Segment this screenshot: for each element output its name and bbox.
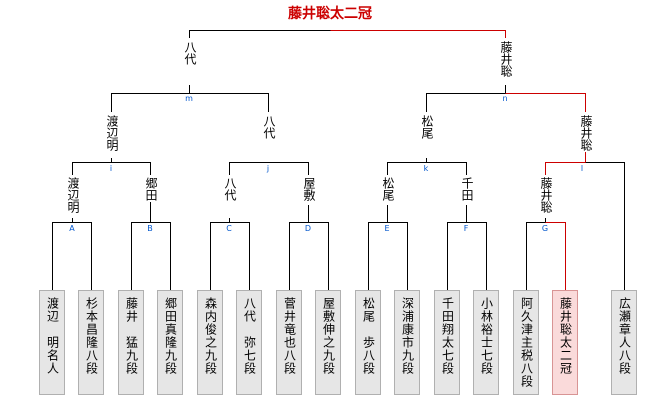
- match-label-a: A: [69, 224, 75, 233]
- player-box: 広瀬章人八段: [611, 290, 637, 395]
- match-f-path: [447, 205, 487, 290]
- bracket-paths: [52, 30, 625, 290]
- player-name: 阿久津主税八段: [519, 297, 534, 388]
- player-box: 千田翔太七段: [434, 290, 460, 395]
- winner-c: 八代: [223, 176, 237, 202]
- winner-l: 藤井聡: [579, 114, 593, 152]
- player-box: 深浦康市九段: [394, 290, 420, 395]
- winner-b: 郷田: [144, 176, 158, 202]
- winner-m: 八代: [183, 40, 197, 66]
- player-name: 郷田真隆九段: [163, 297, 178, 375]
- player-box: 杉本昌隆八段: [78, 290, 104, 395]
- winner-e: 松尾: [381, 176, 395, 202]
- match-g-path: [526, 218, 546, 290]
- player-box: 渡辺 明名人: [39, 290, 65, 395]
- winner-j: 八代: [262, 114, 276, 140]
- match-label-b: B: [147, 224, 153, 233]
- player-name: 千田翔太七段: [440, 297, 455, 375]
- player-name: 深浦康市九段: [400, 297, 415, 375]
- player-box: 森内俊之九段: [197, 290, 223, 395]
- match-label-k: k: [423, 164, 429, 173]
- final-path: [189, 30, 331, 38]
- winner-i: 渡辺明: [105, 114, 119, 152]
- player-name: 藤井聡太二冠: [558, 297, 573, 375]
- match-j-path: [229, 162, 309, 175]
- match-label-m: m: [185, 94, 193, 103]
- champion-path: [330, 30, 586, 290]
- player-name: 渡辺 明名人: [45, 297, 60, 375]
- player-name: 屋敷伸之九段: [321, 297, 336, 375]
- match-label-f: F: [463, 224, 469, 233]
- player-box: 阿久津主税八段: [513, 290, 539, 395]
- player-name: 菅井竜也八段: [282, 297, 297, 375]
- match-d-path: [289, 205, 329, 290]
- player-name: 小林裕士七段: [479, 297, 494, 375]
- player-name: 杉本昌隆八段: [84, 297, 99, 375]
- winner-d: 屋敷: [302, 176, 316, 202]
- player-box: 屋敷伸之九段: [315, 290, 341, 395]
- player-name: 森内俊之九段: [203, 297, 218, 375]
- champion-label: 藤井聡太二冠: [288, 6, 372, 22]
- match-n-path: [426, 93, 506, 112]
- winner-a: 渡辺明: [66, 176, 80, 214]
- player-name: 八代 弥七段: [242, 297, 257, 375]
- player-box: 小林裕士七段: [473, 290, 499, 395]
- player-box: 松尾 歩八段: [355, 290, 381, 395]
- match-i-path: [72, 158, 151, 175]
- match-label-d: D: [304, 224, 312, 233]
- match-label-g: G: [541, 224, 549, 233]
- player-box: 藤井 猛九段: [118, 290, 144, 395]
- match-label-n: n: [502, 94, 508, 103]
- match-e-path: [368, 205, 408, 290]
- winner-f: 千田: [460, 176, 474, 202]
- match-label-e: E: [384, 224, 390, 233]
- player-box-champion: 藤井聡太二冠: [552, 290, 578, 395]
- winner-g: 藤井聡: [539, 176, 553, 214]
- player-box: 郷田真隆九段: [157, 290, 183, 395]
- match-l-path: [585, 162, 625, 290]
- match-label-c: C: [226, 224, 232, 233]
- winner-k: 松尾: [420, 114, 434, 140]
- match-label-j: j: [266, 164, 270, 173]
- match-k-path: [387, 158, 467, 175]
- player-box: 八代 弥七段: [236, 290, 262, 395]
- match-label-l: l: [580, 164, 584, 173]
- winner-n: 藤井聡: [499, 40, 513, 78]
- player-name: 藤井 猛九段: [124, 297, 139, 375]
- player-name: 広瀬章人八段: [617, 297, 632, 375]
- match-a-path: [52, 218, 92, 290]
- player-name: 松尾 歩八段: [361, 297, 376, 375]
- match-label-i: i: [109, 164, 113, 173]
- player-box: 菅井竜也八段: [276, 290, 302, 395]
- match-c-path: [210, 218, 250, 290]
